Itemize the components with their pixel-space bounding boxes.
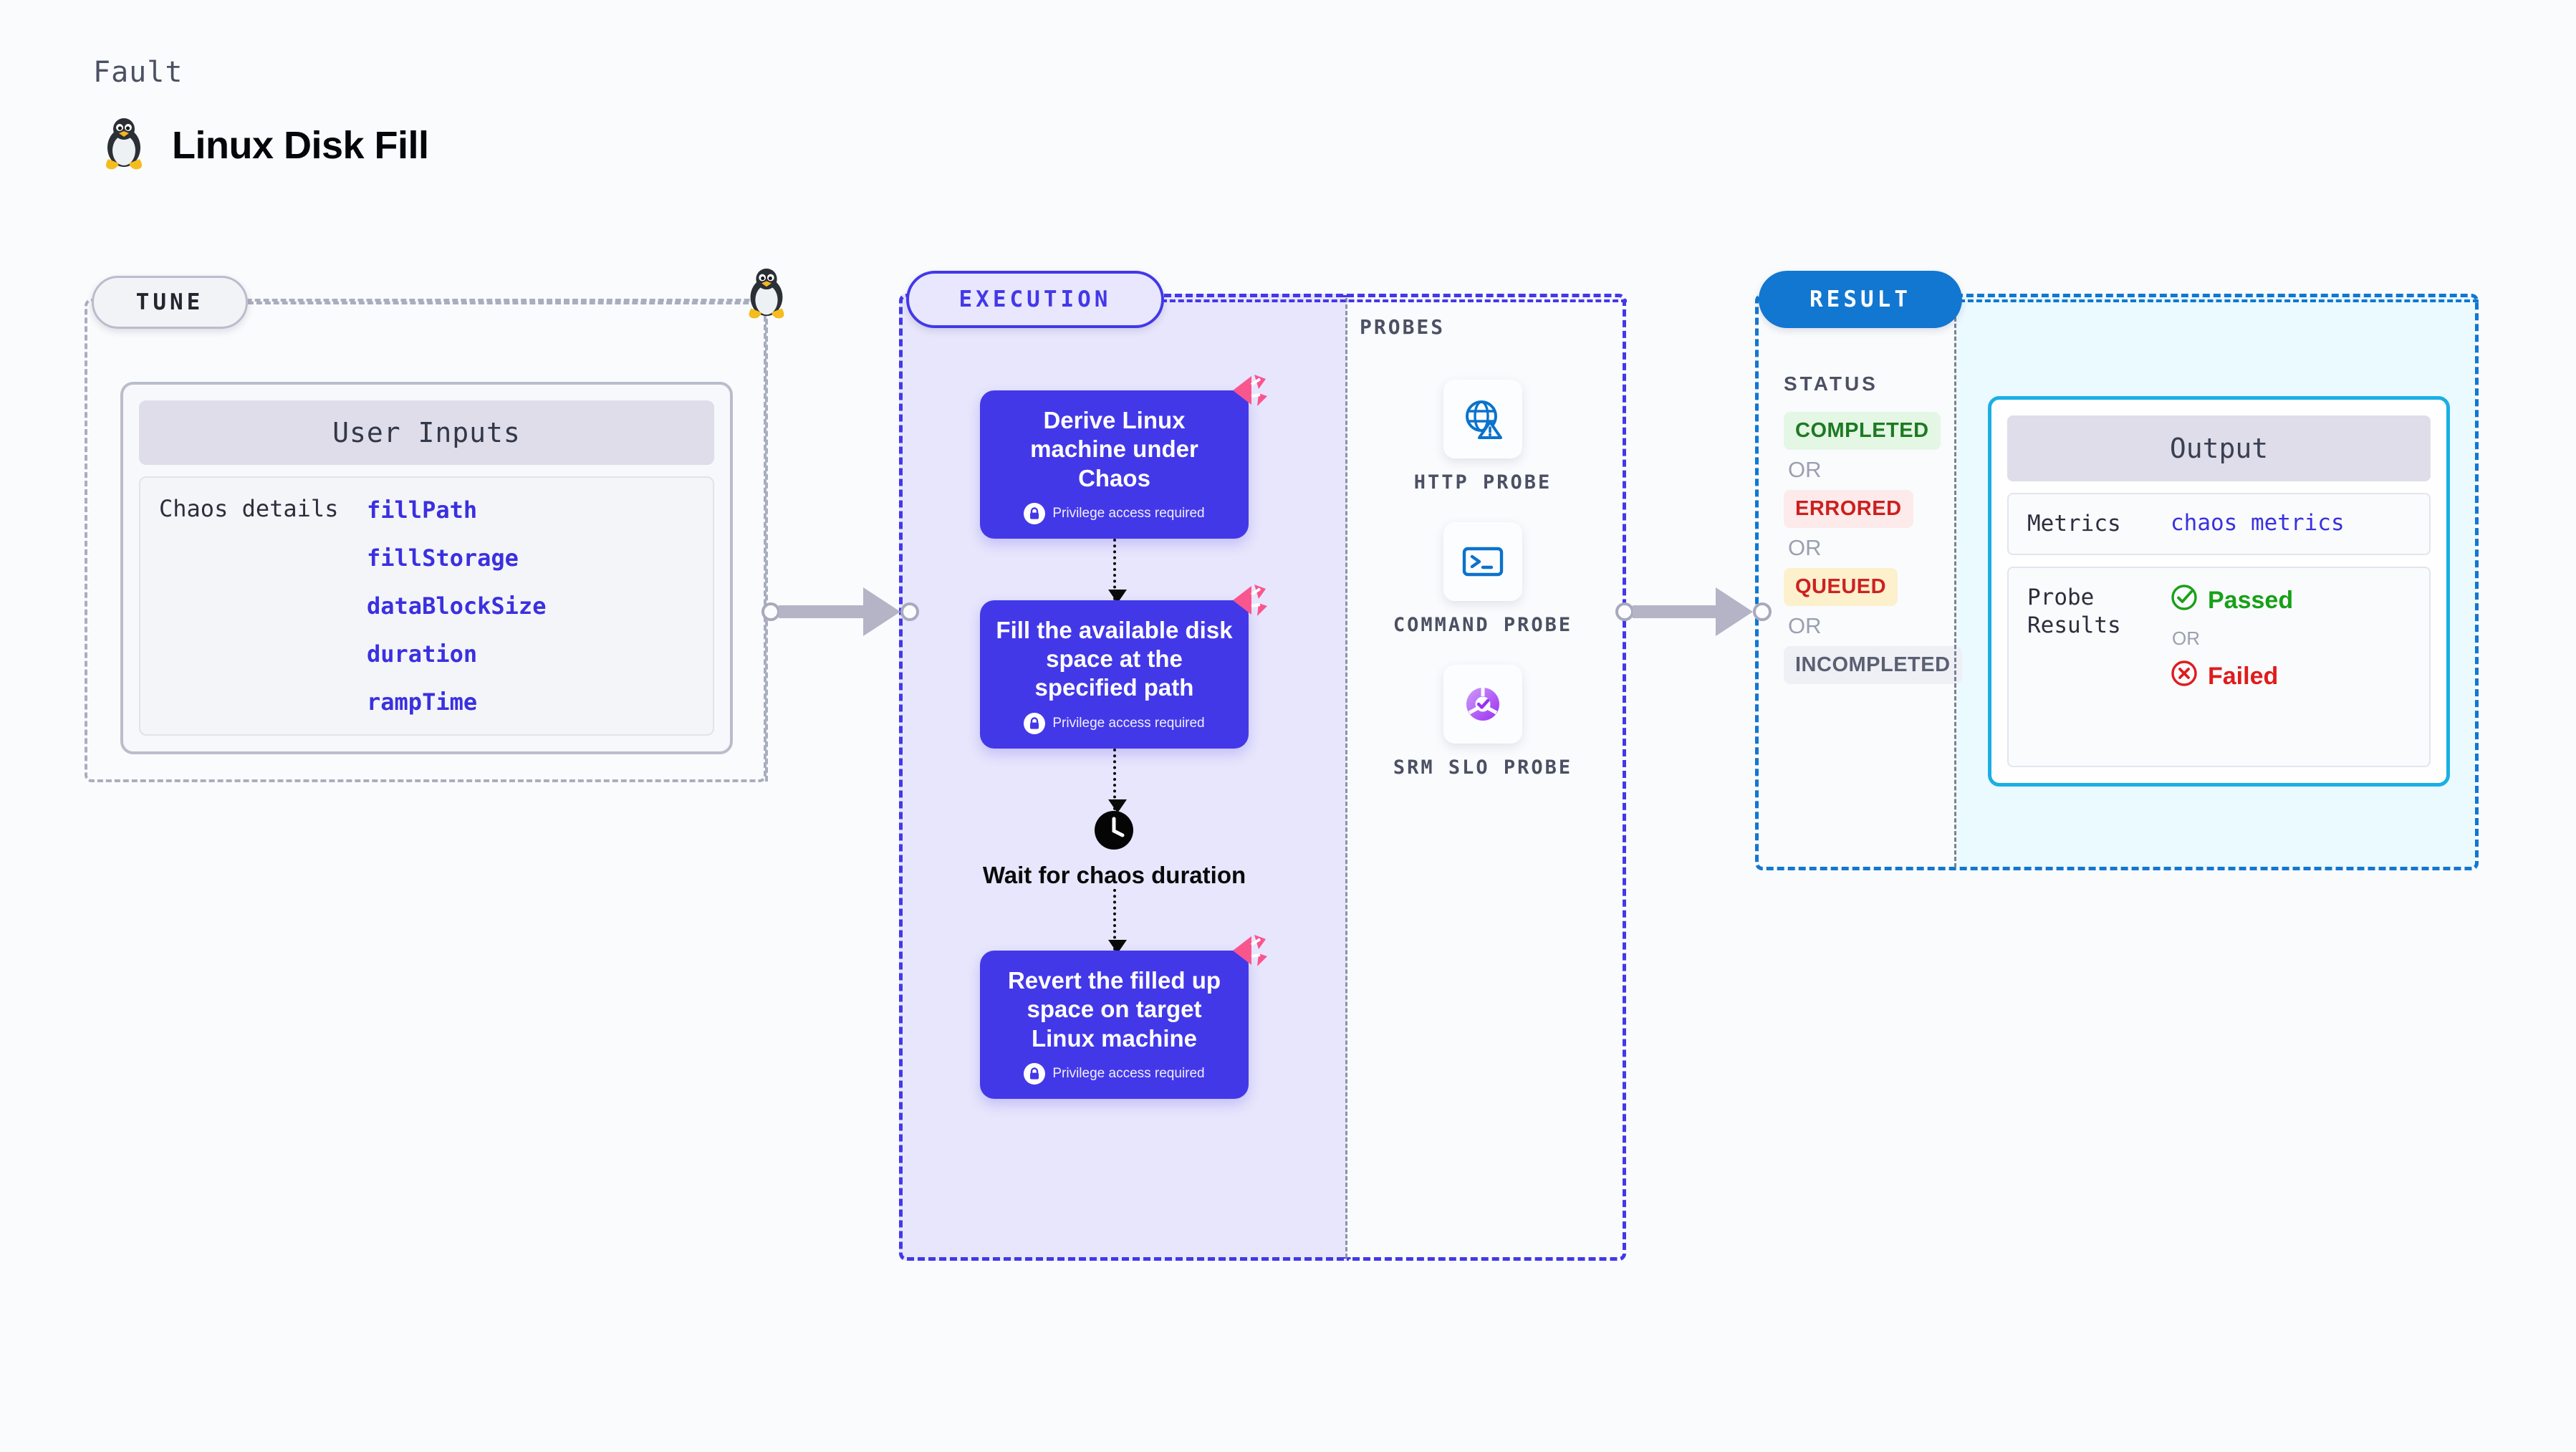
connector-end-dot [1753, 602, 1772, 621]
failed-label: Failed [2208, 662, 2279, 690]
tune-right-edge-line [765, 302, 768, 782]
probes-list: HTTP PROBE COMMAND PROBE [1365, 380, 1601, 780]
execution-header-line [1161, 299, 1627, 302]
status-or-2: OR [1788, 535, 1822, 560]
page-title: Linux Disk Fill [172, 123, 429, 167]
status-badge-errored: ERRORED [1784, 490, 1913, 528]
probes-title: PROBES [1360, 315, 1446, 339]
connector-arrowhead [1716, 587, 1753, 636]
tune-header-line [248, 302, 774, 304]
probe-command[interactable]: COMMAND PROBE [1393, 522, 1572, 638]
execution-flow: Derive Linux machine under Chaos Privile… [980, 375, 1267, 1099]
probe-label: HTTP PROBE [1413, 471, 1552, 494]
page-title-row: Linux Disk Fill [100, 115, 429, 176]
execution-wait-label: Wait for chaos duration [982, 861, 1246, 888]
execution-step-label: Derive Linux machine under Chaos [1030, 407, 1198, 491]
output-card: Output Metrics chaos metrics Probe Resul… [1988, 396, 2450, 787]
passed-label: Passed [2208, 586, 2294, 614]
probe-http[interactable]: HTTP PROBE [1414, 380, 1552, 495]
privilege-note-label: Privilege access required [1052, 1065, 1205, 1081]
status-or-1: OR [1788, 457, 1822, 482]
flow-arrow-1 [1107, 538, 1127, 603]
x-circle-icon [2171, 660, 2198, 693]
result-divider [1954, 298, 1956, 867]
execution-step-derive[interactable]: Derive Linux machine under Chaos Privile… [980, 375, 1267, 539]
execution-step-fill[interactable]: Fill the available disk space at the spe… [980, 584, 1267, 749]
connector-shaft [779, 605, 866, 618]
probe-label: COMMAND PROBE [1393, 614, 1573, 637]
probe-result-passed: Passed [2171, 584, 2293, 617]
param-fillpath[interactable]: fillPath [367, 496, 478, 524]
lock-icon [1024, 502, 1046, 524]
connector-end-dot [900, 602, 919, 621]
status-list: COMPLETED OR ERRORED OR QUEUED OR INCOMP… [1784, 412, 1962, 684]
flow-arrow-3 [1107, 889, 1127, 954]
probe-result-failed: Failed [2171, 660, 2293, 693]
clock-icon [1094, 810, 1134, 854]
flow-arrow-2 [1107, 748, 1127, 813]
page-eyebrow: Fault [93, 56, 183, 89]
lock-icon [1024, 712, 1046, 734]
status-or-3: OR [1788, 613, 1822, 638]
metrics-label: Metrics [2027, 511, 2121, 537]
probe-results-label: Probe Results [2027, 584, 2121, 638]
probe-srm-slo[interactable]: SRM SLO PROBE [1393, 665, 1572, 780]
probe-result-or: OR [2172, 627, 2200, 649]
result-header-line [1959, 299, 2479, 302]
privilege-note-label: Privilege access required [1052, 505, 1205, 521]
user-inputs-title: User Inputs [139, 400, 714, 465]
chaos-details-params: fillPath fillStorage dataBlockSize durat… [367, 496, 546, 716]
result-section-frame [1755, 294, 2479, 870]
probe-label: SRM SLO PROBE [1393, 756, 1573, 779]
connector-arrowhead [863, 587, 900, 636]
param-datablocksize[interactable]: dataBlockSize [367, 592, 547, 620]
output-title: Output [2007, 415, 2431, 481]
privilege-note: Privilege access required [994, 712, 1234, 734]
execution-section-pill[interactable]: EXECUTION [906, 271, 1164, 328]
terminal-icon [1443, 522, 1522, 602]
connector-probes-to-result [1615, 587, 1772, 636]
chaos-badge-icon [1230, 582, 1267, 619]
param-duration[interactable]: duration [367, 640, 478, 668]
slo-donut-check-icon [1443, 665, 1522, 744]
chaos-details-label: Chaos details [159, 495, 339, 522]
linux-penguin-icon [100, 115, 148, 176]
tune-section-pill[interactable]: TUNE [92, 276, 248, 329]
connector-shaft [1633, 605, 1719, 618]
globe-warning-icon [1443, 380, 1522, 458]
connector-tune-to-execution [761, 587, 919, 636]
status-badge-incompleted: INCOMPLETED [1784, 646, 1962, 684]
result-section-pill[interactable]: RESULT [1759, 271, 1962, 328]
execution-step-label: Fill the available disk space at the spe… [996, 616, 1233, 701]
connector-start-dot [761, 602, 780, 621]
user-inputs-body: Chaos details fillPath fillStorage dataB… [139, 476, 714, 736]
privilege-note: Privilege access required [994, 1062, 1234, 1085]
status-badge-queued: QUEUED [1784, 568, 1898, 606]
user-inputs-card: User Inputs Chaos details fillPath fillS… [120, 382, 733, 754]
probes-divider [1345, 298, 1347, 1258]
status-badge-completed: COMPLETED [1784, 412, 1941, 450]
linux-penguin-icon-small [738, 265, 795, 324]
connector-start-dot [1615, 602, 1634, 621]
param-fillstorage[interactable]: fillStorage [367, 544, 519, 572]
privilege-note-label: Privilege access required [1052, 715, 1205, 731]
privilege-note: Privilege access required [994, 502, 1234, 524]
execution-step-revert[interactable]: Revert the filled up space on target Lin… [980, 935, 1267, 1099]
probes-section-frame [1347, 294, 1626, 1261]
output-probe-results-row: Probe Results Passed OR [2007, 566, 2431, 767]
lock-icon [1024, 1062, 1046, 1085]
output-metrics-row: Metrics chaos metrics [2007, 493, 2431, 555]
execution-wait-node: Wait for chaos duration [983, 810, 1246, 890]
chaos-badge-icon [1230, 932, 1267, 969]
probe-results-values: Passed OR Failed [2171, 584, 2293, 693]
execution-step-label: Revert the filled up space on target Lin… [1007, 967, 1221, 1052]
metrics-value[interactable]: chaos metrics [2171, 510, 2345, 536]
chaos-badge-icon [1230, 372, 1267, 409]
status-title: STATUS [1784, 372, 1878, 395]
param-ramptime[interactable]: rampTime [367, 688, 478, 716]
check-circle-icon [2171, 584, 2198, 617]
